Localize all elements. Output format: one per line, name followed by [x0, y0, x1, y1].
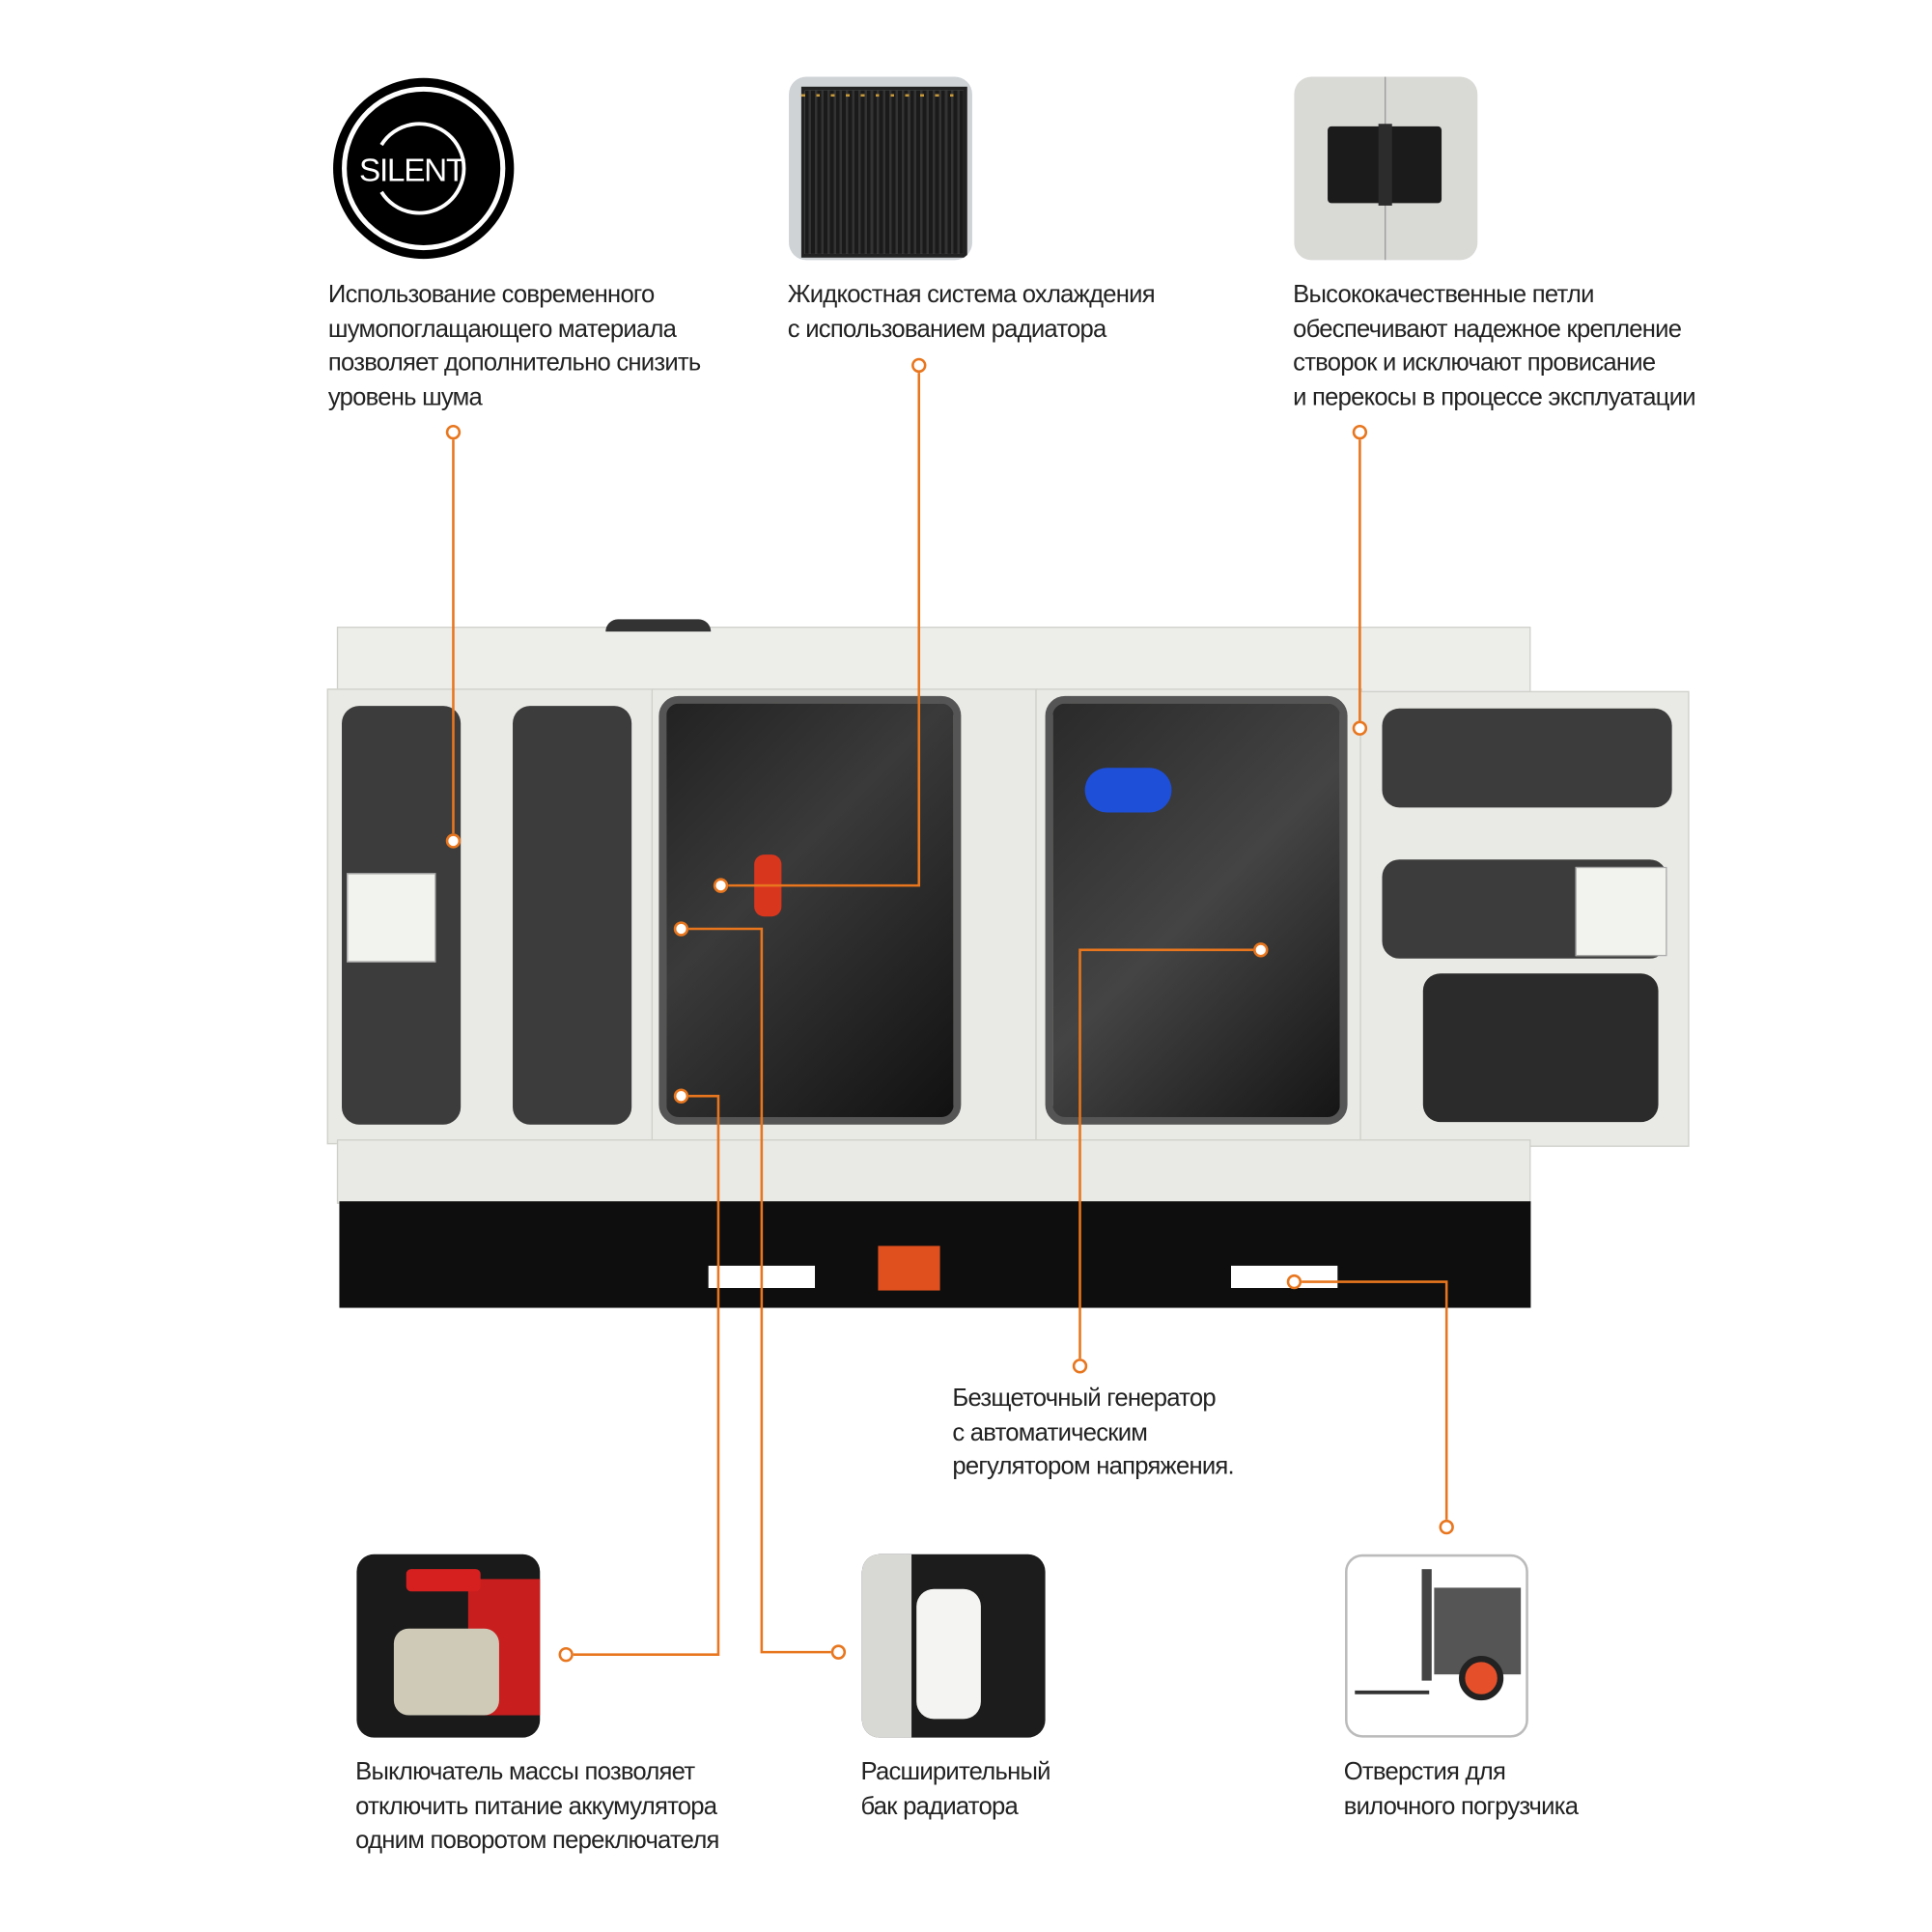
battery-switch-photo: [356, 1554, 541, 1738]
feature-switch-text: Выключатель массы позволяет отключить пи…: [355, 1756, 719, 1859]
hinge-photo: [1294, 76, 1478, 261]
feature-forklift-text: Отверстия для вилочного погрузчика: [1344, 1756, 1579, 1825]
text-line: уровень шума: [327, 382, 483, 411]
text-line: отключить питание аккумулятора: [355, 1792, 717, 1820]
text-line: Расширительный: [860, 1758, 1050, 1786]
callout-forklift: [1302, 1280, 1448, 1520]
radiator-photo: [789, 76, 972, 261]
text-line: Безщеточный генератор: [952, 1385, 1216, 1413]
silent-logo-icon: SILENT: [332, 77, 516, 261]
text-line: с автоматическим: [952, 1418, 1148, 1446]
text-line: регулятором напряжения.: [952, 1452, 1234, 1480]
text-line: с использованием радиатора: [787, 315, 1106, 343]
text-line: Высококачественные петли: [1293, 281, 1594, 309]
text-line: створок и исключают провисание: [1293, 349, 1656, 377]
text-line: бак радиатора: [860, 1792, 1018, 1820]
text-line: и перекосы в процессе эксплуатации: [1293, 382, 1695, 411]
expansion-tank-photo: [861, 1554, 1046, 1738]
feature-hinges-text: Высококачественные петли обеспечивают на…: [1293, 279, 1695, 415]
feature-generator-text: Безщеточный генератор с автоматическим р…: [952, 1382, 1234, 1484]
feature-tank-text: Расширительный бак радиатора: [860, 1756, 1050, 1825]
text-line: одним поворотом переключателя: [355, 1826, 719, 1855]
text-line: обеспечивают надежное крепление: [1293, 315, 1682, 343]
feature-silent-text: Использование современного шумопоглащающ…: [328, 279, 701, 415]
text-line: позволяет дополнительно снизить: [327, 349, 701, 377]
text-line: вилочного погрузчика: [1343, 1792, 1579, 1820]
logo-text: SILENT: [358, 151, 465, 188]
text-line: Отверстия для: [1343, 1758, 1506, 1786]
forklift-photo: [1345, 1554, 1528, 1738]
text-line: Выключатель массы позволяет: [355, 1758, 695, 1786]
feature-radiator-text: Жидкостная система охлаждения с использо…: [787, 279, 1156, 348]
text-line: Использование современного: [327, 281, 655, 309]
generator-image: [326, 619, 1690, 1312]
text-line: Жидкостная система охлаждения: [787, 281, 1156, 309]
text-line: шумопоглащающего материала: [327, 315, 677, 343]
